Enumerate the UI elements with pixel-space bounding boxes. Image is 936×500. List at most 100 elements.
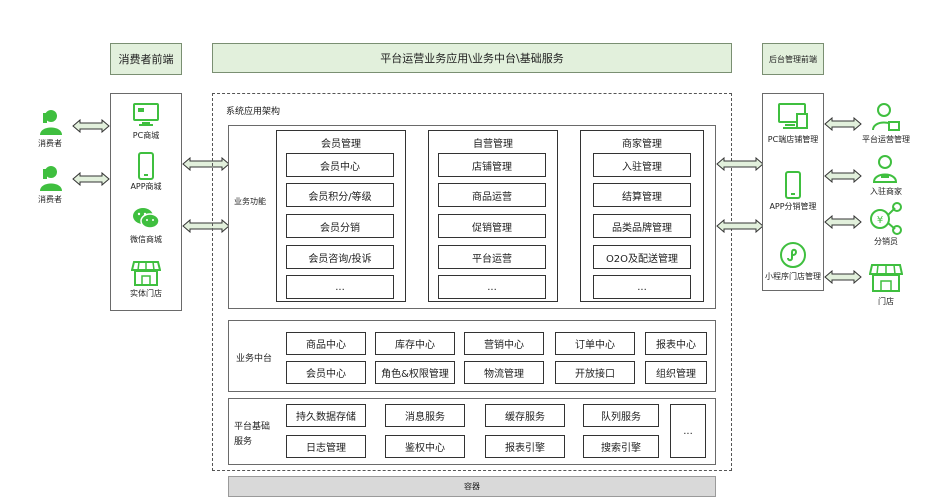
system-to-backend-arrow-1: [716, 157, 764, 171]
role-permission-box[interactable]: 角色&权限管理: [375, 361, 455, 384]
report-center-box[interactable]: 报表中心: [645, 332, 707, 355]
member-center-mp-box[interactable]: 会员中心: [286, 361, 366, 384]
role-merchant: 入驻商家: [856, 152, 916, 198]
inventory-center-box[interactable]: 库存中心: [375, 332, 455, 355]
member-center-box[interactable]: 会员中心: [286, 153, 394, 177]
channel-wechat[interactable]: 微信商城: [111, 204, 181, 250]
phone-icon: [763, 169, 823, 201]
order-center-box[interactable]: 订单中心: [555, 332, 635, 355]
backend-role-arrow-1: [824, 117, 862, 131]
platform-operation-box[interactable]: 平台运营: [438, 245, 546, 269]
member-consult-box[interactable]: 会员咨询/投诉: [286, 245, 394, 269]
distributor-icon: ¥: [856, 200, 916, 236]
onboarding-management-box[interactable]: 入驻管理: [593, 153, 691, 177]
system-to-backend-arrow-2: [716, 219, 764, 233]
role-store: 门店: [856, 260, 916, 310]
phone-icon: [111, 151, 181, 181]
backend-pc-shop[interactable]: PC端店铺管理: [763, 100, 823, 152]
user-icon: [26, 162, 74, 194]
middle-platform-label: 业务中台: [236, 354, 273, 364]
auth-center-box[interactable]: 鉴权中心: [385, 435, 465, 458]
wechat-icon: [111, 204, 181, 234]
consumer-front-header: 消费者前端: [110, 43, 182, 75]
merchant-more-box[interactable]: ...: [593, 275, 691, 299]
system-arch-frame: [212, 93, 732, 471]
promotion-management-box[interactable]: 促销管理: [438, 214, 546, 238]
backend-mini-program-store[interactable]: 小程序门店管理: [763, 239, 823, 289]
report-engine-box[interactable]: 报表引擎: [485, 435, 565, 458]
channel-label: PC商城: [132, 131, 160, 140]
group-title: 会员管理: [321, 139, 361, 150]
product-operation-box[interactable]: 商品运营: [438, 183, 546, 207]
member-distribution-box[interactable]: 会员分销: [286, 214, 394, 238]
monitor-icon: [763, 100, 823, 134]
role-label: 入驻商家: [870, 187, 902, 196]
self-operated-more-box[interactable]: ...: [438, 275, 546, 299]
base-services-label-2: 服务: [234, 437, 253, 447]
queue-service-box[interactable]: 队列服务: [583, 404, 659, 427]
role-platform-ops: 平台运营管理: [856, 100, 916, 146]
message-service-box[interactable]: 消息服务: [385, 404, 465, 427]
cache-service-box[interactable]: 缓存服务: [485, 404, 565, 427]
consumer-channels-panel: PC商城 APP商城 微信商城 实体门店: [110, 93, 182, 311]
admin-user-icon: [856, 100, 916, 134]
backend-channel-label: APP分销管理: [769, 202, 817, 211]
category-brand-box[interactable]: 品类品牌管理: [593, 214, 691, 238]
channel-label: 微信商城: [130, 235, 162, 244]
consumer-2: 消费者: [26, 162, 74, 210]
platform-title: 平台运营业务应用\业务中台\基础服务: [380, 52, 564, 65]
store-icon: [856, 260, 916, 296]
system-arch-title: 系统应用架构: [226, 107, 281, 117]
channel-label: APP商城: [130, 182, 162, 191]
o2o-delivery-box[interactable]: O2O及配送管理: [593, 245, 691, 269]
channel-pc[interactable]: PC商城: [111, 100, 181, 146]
container-label: 容器: [464, 482, 480, 491]
consumer-arrow-2: [72, 172, 110, 186]
backend-role-arrow-4: [824, 270, 862, 284]
group-title: 商家管理: [622, 139, 662, 150]
platform-header: 平台运营业务应用\业务中台\基础服务: [212, 43, 732, 73]
monitor-icon: [111, 100, 181, 130]
persistent-storage-box[interactable]: 持久数据存储: [286, 404, 366, 427]
merchant-user-icon: [856, 152, 916, 186]
channel-store[interactable]: 实体门店: [111, 258, 181, 304]
user-icon: [26, 106, 74, 138]
consumer-label: 消费者: [38, 195, 62, 204]
group-self-operated-management: 自营管理 店铺管理 商品运营 促销管理 平台运营 ...: [428, 130, 558, 302]
business-function-label: 业务功能: [234, 197, 266, 206]
consumer-arrow-1: [72, 119, 110, 133]
member-more-box[interactable]: ...: [286, 275, 394, 299]
backend-channel-label: PC端店铺管理: [767, 135, 819, 144]
backend-front-title: 后台管理前端: [769, 54, 817, 64]
log-management-box[interactable]: 日志管理: [286, 435, 366, 458]
marketing-center-box[interactable]: 营销中心: [464, 332, 544, 355]
group-member-management: 会员管理 会员中心 会员积分/等级 会员分销 会员咨询/投诉 ...: [276, 130, 406, 302]
backend-channel-label: 小程序门店管理: [765, 272, 821, 281]
backend-role-arrow-3: [824, 215, 862, 229]
role-distributor: ¥ 分销员: [856, 200, 916, 250]
role-label: 分销员: [874, 237, 898, 246]
search-engine-box[interactable]: 搜索引擎: [583, 435, 659, 458]
base-services-label-1: 平台基础: [234, 422, 271, 432]
product-center-box[interactable]: 商品中心: [286, 332, 366, 355]
shop-management-box[interactable]: 店铺管理: [438, 153, 546, 177]
backend-app-distribution[interactable]: APP分销管理: [763, 169, 823, 219]
organization-management-box[interactable]: 组织管理: [645, 361, 707, 384]
consumer-label: 消费者: [38, 139, 62, 148]
role-label: 门店: [878, 297, 894, 306]
settlement-management-box[interactable]: 结算管理: [593, 183, 691, 207]
group-merchant-management: 商家管理 入驻管理 结算管理 品类品牌管理 O2O及配送管理 ...: [580, 130, 704, 302]
backend-channels-panel: PC端店铺管理 APP分销管理 小程序门店管理: [762, 93, 824, 291]
mini-program-icon: [763, 239, 823, 271]
channel-label: 实体门店: [130, 289, 162, 298]
logistics-management-box[interactable]: 物流管理: [464, 361, 544, 384]
channel-app[interactable]: APP商城: [111, 151, 181, 197]
group-title: 自营管理: [473, 139, 513, 150]
base-services-more-box[interactable]: ...: [670, 404, 706, 458]
consumer-1: 消费者: [26, 106, 74, 154]
member-points-box[interactable]: 会员积分/等级: [286, 183, 394, 207]
open-api-box[interactable]: 开放接口: [555, 361, 635, 384]
store-icon: [111, 258, 181, 288]
svg-text:¥: ¥: [877, 215, 883, 226]
role-label: 平台运营管理: [862, 135, 910, 144]
